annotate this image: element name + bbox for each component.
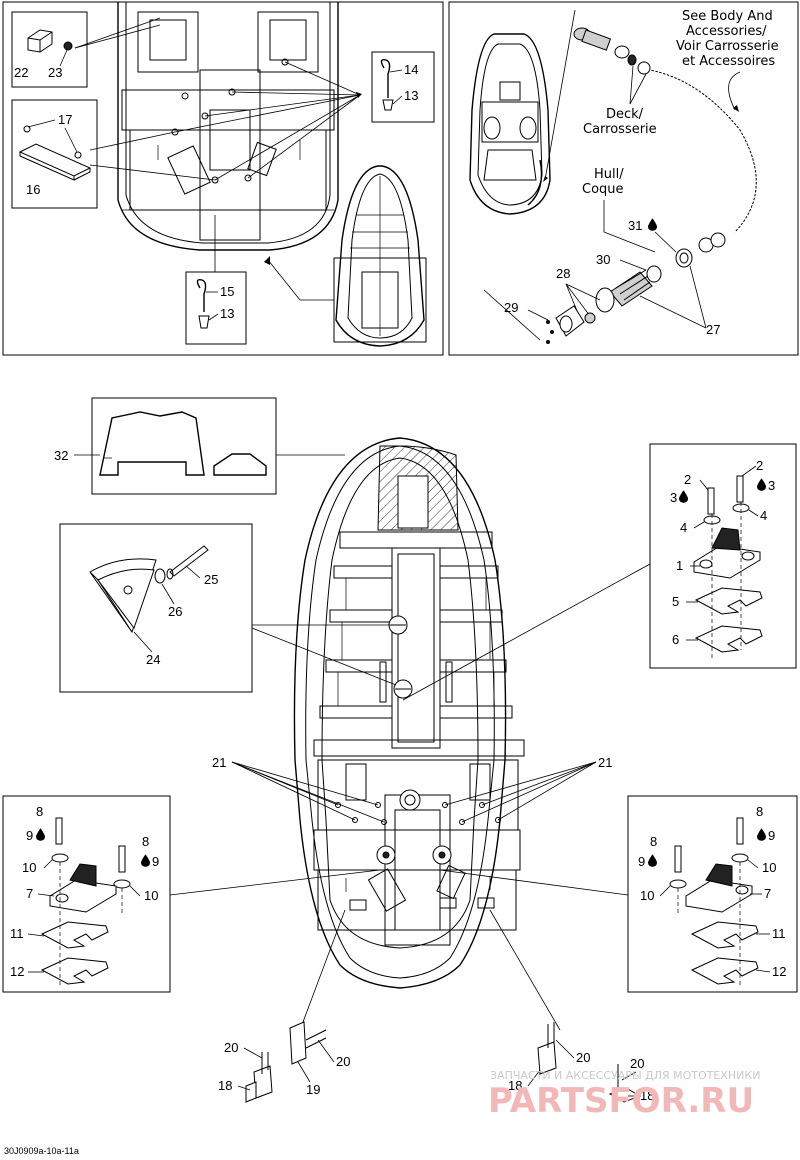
callout-29: 29 [504,300,518,315]
note-see-body-line3: Voir Carrosserie [676,39,779,54]
callout-20a: 20 [224,1040,238,1055]
watermark-tagline: ЗАПЧАСТИ И АКСЕССУАРЫ ДЛЯ МОТОТЕХНИКИ [490,1069,760,1082]
callout-20c: 20 [576,1050,590,1065]
drop-icon [36,828,45,841]
note-see-body-line4: et Accessoires [682,54,775,69]
callout-3a: 3 [670,490,677,505]
callout-11-right: 11 [772,926,786,941]
watermark-logo: PARTSFOR.RU [488,1081,754,1121]
inset-box-24-26: 25 26 24 [59,523,253,693]
callout-31: 31 [628,218,642,233]
fastener-leaders-21 [231,761,597,823]
callout-8b: 8 [142,834,149,849]
note-hull-line1: Hull/ [594,167,624,182]
callout-4a: 4 [680,520,687,535]
inset-box-13-15 [185,271,247,345]
callout-18a: 18 [218,1078,232,1093]
callout-17: 17 [58,112,72,127]
drop-icon [648,218,657,231]
callout-12-right: 12 [772,964,786,979]
callout-21-left: 21 [212,755,226,770]
callout-30: 30 [596,252,610,267]
callout-8c: 8 [756,804,763,819]
callout-5: 5 [672,594,679,609]
callout-2b: 2 [756,458,763,473]
callout-2a: 2 [684,472,691,487]
note-deck-line2: Carrosserie [583,122,657,137]
inset-box-1-6: 2 2 3 3 4 4 1 5 6 [649,443,797,669]
callout-9b: 9 [152,854,159,869]
callout-32: 32 [54,448,68,463]
callout-8d: 8 [650,834,657,849]
callout-9c: 9 [768,828,775,843]
drawing-code: 30J0909a-10a-11a [4,1146,79,1156]
callout-8a: 8 [36,804,43,819]
drop-icon [648,854,657,867]
callout-21-right: 21 [598,755,612,770]
callout-24: 24 [146,652,160,667]
inset-box-16-17 [11,99,98,209]
top-right-panel: See Body And Accessories/ Voir Carrosser… [448,1,799,356]
callout-15: 15 [220,284,234,299]
callout-6: 6 [672,632,679,647]
deck-iso-view [469,33,551,215]
callout-18c: 18 [640,1088,654,1103]
callout-20d: 20 [630,1056,644,1071]
callout-4b: 4 [760,508,767,523]
callout-16: 16 [26,182,40,197]
callout-10a: 10 [22,860,36,875]
callout-11-left: 11 [10,926,24,941]
inset-box-13-14 [371,51,435,123]
note-see-body-line2: Accessories/ [686,24,767,39]
callout-13a: 13 [404,88,418,103]
callout-10c: 10 [762,860,776,875]
callout-9d: 9 [638,854,645,869]
callout-19: 19 [306,1082,320,1097]
callout-18b: 18 [508,1078,522,1093]
drop-icon [679,490,688,503]
callout-25: 25 [204,572,218,587]
callout-28: 28 [556,266,570,281]
inset-box-7-12-right: 8 9 10 8 9 10 7 11 12 [627,795,798,993]
note-see-body-line1: See Body And [682,9,773,24]
drop-icon [757,478,766,491]
callout-20b: 20 [336,1054,350,1069]
note-deck-line1: Deck/ [606,107,644,122]
drop-icon [141,854,150,867]
callout-23: 23 [48,65,62,80]
callout-1: 1 [676,558,683,573]
callout-27: 27 [706,322,720,337]
callout-26: 26 [168,604,182,619]
callout-14: 14 [404,62,418,77]
inset-box-7-12-left: 8 9 10 8 9 10 7 11 12 [2,795,171,993]
inset-box-32: 32 [54,397,277,495]
top-left-panel: 22 23 17 16 14 13 15 13 [2,1,444,356]
bottom-brackets: 20 18 20 19 20 18 20 18 [218,909,654,1103]
drop-icon [757,828,766,841]
callout-13b: 13 [220,306,234,321]
callout-3b: 3 [768,478,775,493]
note-hull-line2: Coque [582,182,624,197]
inset-box-22-23 [11,11,88,88]
main-hull-view [251,437,651,989]
callout-9a: 9 [26,828,33,843]
callout-7-right: 7 [764,886,771,901]
callout-7-left: 7 [26,886,33,901]
callout-12-left: 12 [10,964,24,979]
hull-overview [335,165,425,347]
callout-22: 22 [14,65,28,80]
callout-10b: 10 [144,888,158,903]
callout-10d: 10 [640,888,654,903]
